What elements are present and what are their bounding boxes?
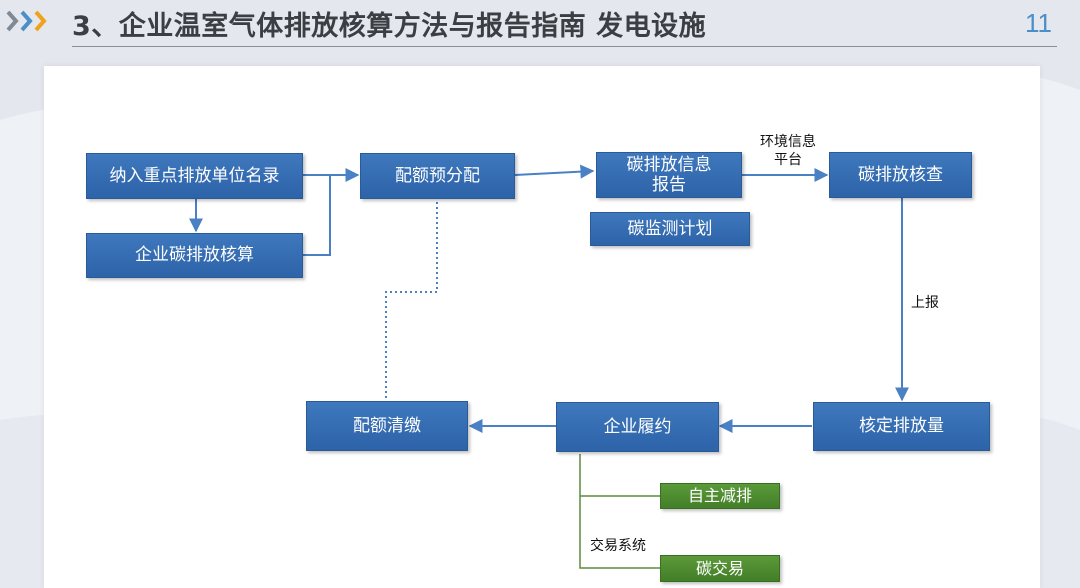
node-emission-report-label: 碳排放信息报告 <box>626 154 712 195</box>
node-quota-pre-allocation: 配额预分配 <box>360 153 515 199</box>
page-number: 11 <box>1025 8 1052 38</box>
edge-accounting-to-quota <box>303 168 360 256</box>
edge-settlement-to-quota-dotted <box>385 199 438 398</box>
node-monitoring-plan: 碳监测计划 <box>590 212 750 246</box>
label-env-info-platform: 环境信息 平台 <box>748 134 828 169</box>
node-emission-report: 碳排放信息报告 <box>596 152 742 198</box>
node-quota-settlement: 配额清缴 <box>306 401 468 451</box>
label-trading-system: 交易系统 <box>590 538 646 554</box>
node-key-emitter-list: 纳入重点排放单位名录 <box>86 153 303 199</box>
node-emission-verification: 碳排放核查 <box>829 152 972 198</box>
triple-chevron-right-icon <box>6 10 47 32</box>
node-enterprise-compliance: 企业履约 <box>556 402 719 452</box>
edge-compliance-branch <box>579 454 660 569</box>
node-enterprise-accounting: 企业碳排放核算 <box>86 233 303 278</box>
edge-quota-to-report <box>514 164 595 179</box>
node-self-reduction: 自主减排 <box>660 483 780 509</box>
node-confirm-emissions: 核定排放量 <box>813 402 990 451</box>
label-report-up: 上报 <box>911 295 939 311</box>
slide-header: 3、企业温室气体排放核算方法与报告指南 发电设施 11 <box>0 0 1080 48</box>
label-env-info-platform-line1: 环境信息 <box>760 134 816 150</box>
page-title: 3、企业温室气体排放核算方法与报告指南 发电设施 <box>72 11 707 42</box>
node-carbon-trading: 碳交易 <box>660 555 780 582</box>
header-divider <box>72 46 1057 47</box>
label-env-info-platform-line2: 平台 <box>774 151 802 168</box>
